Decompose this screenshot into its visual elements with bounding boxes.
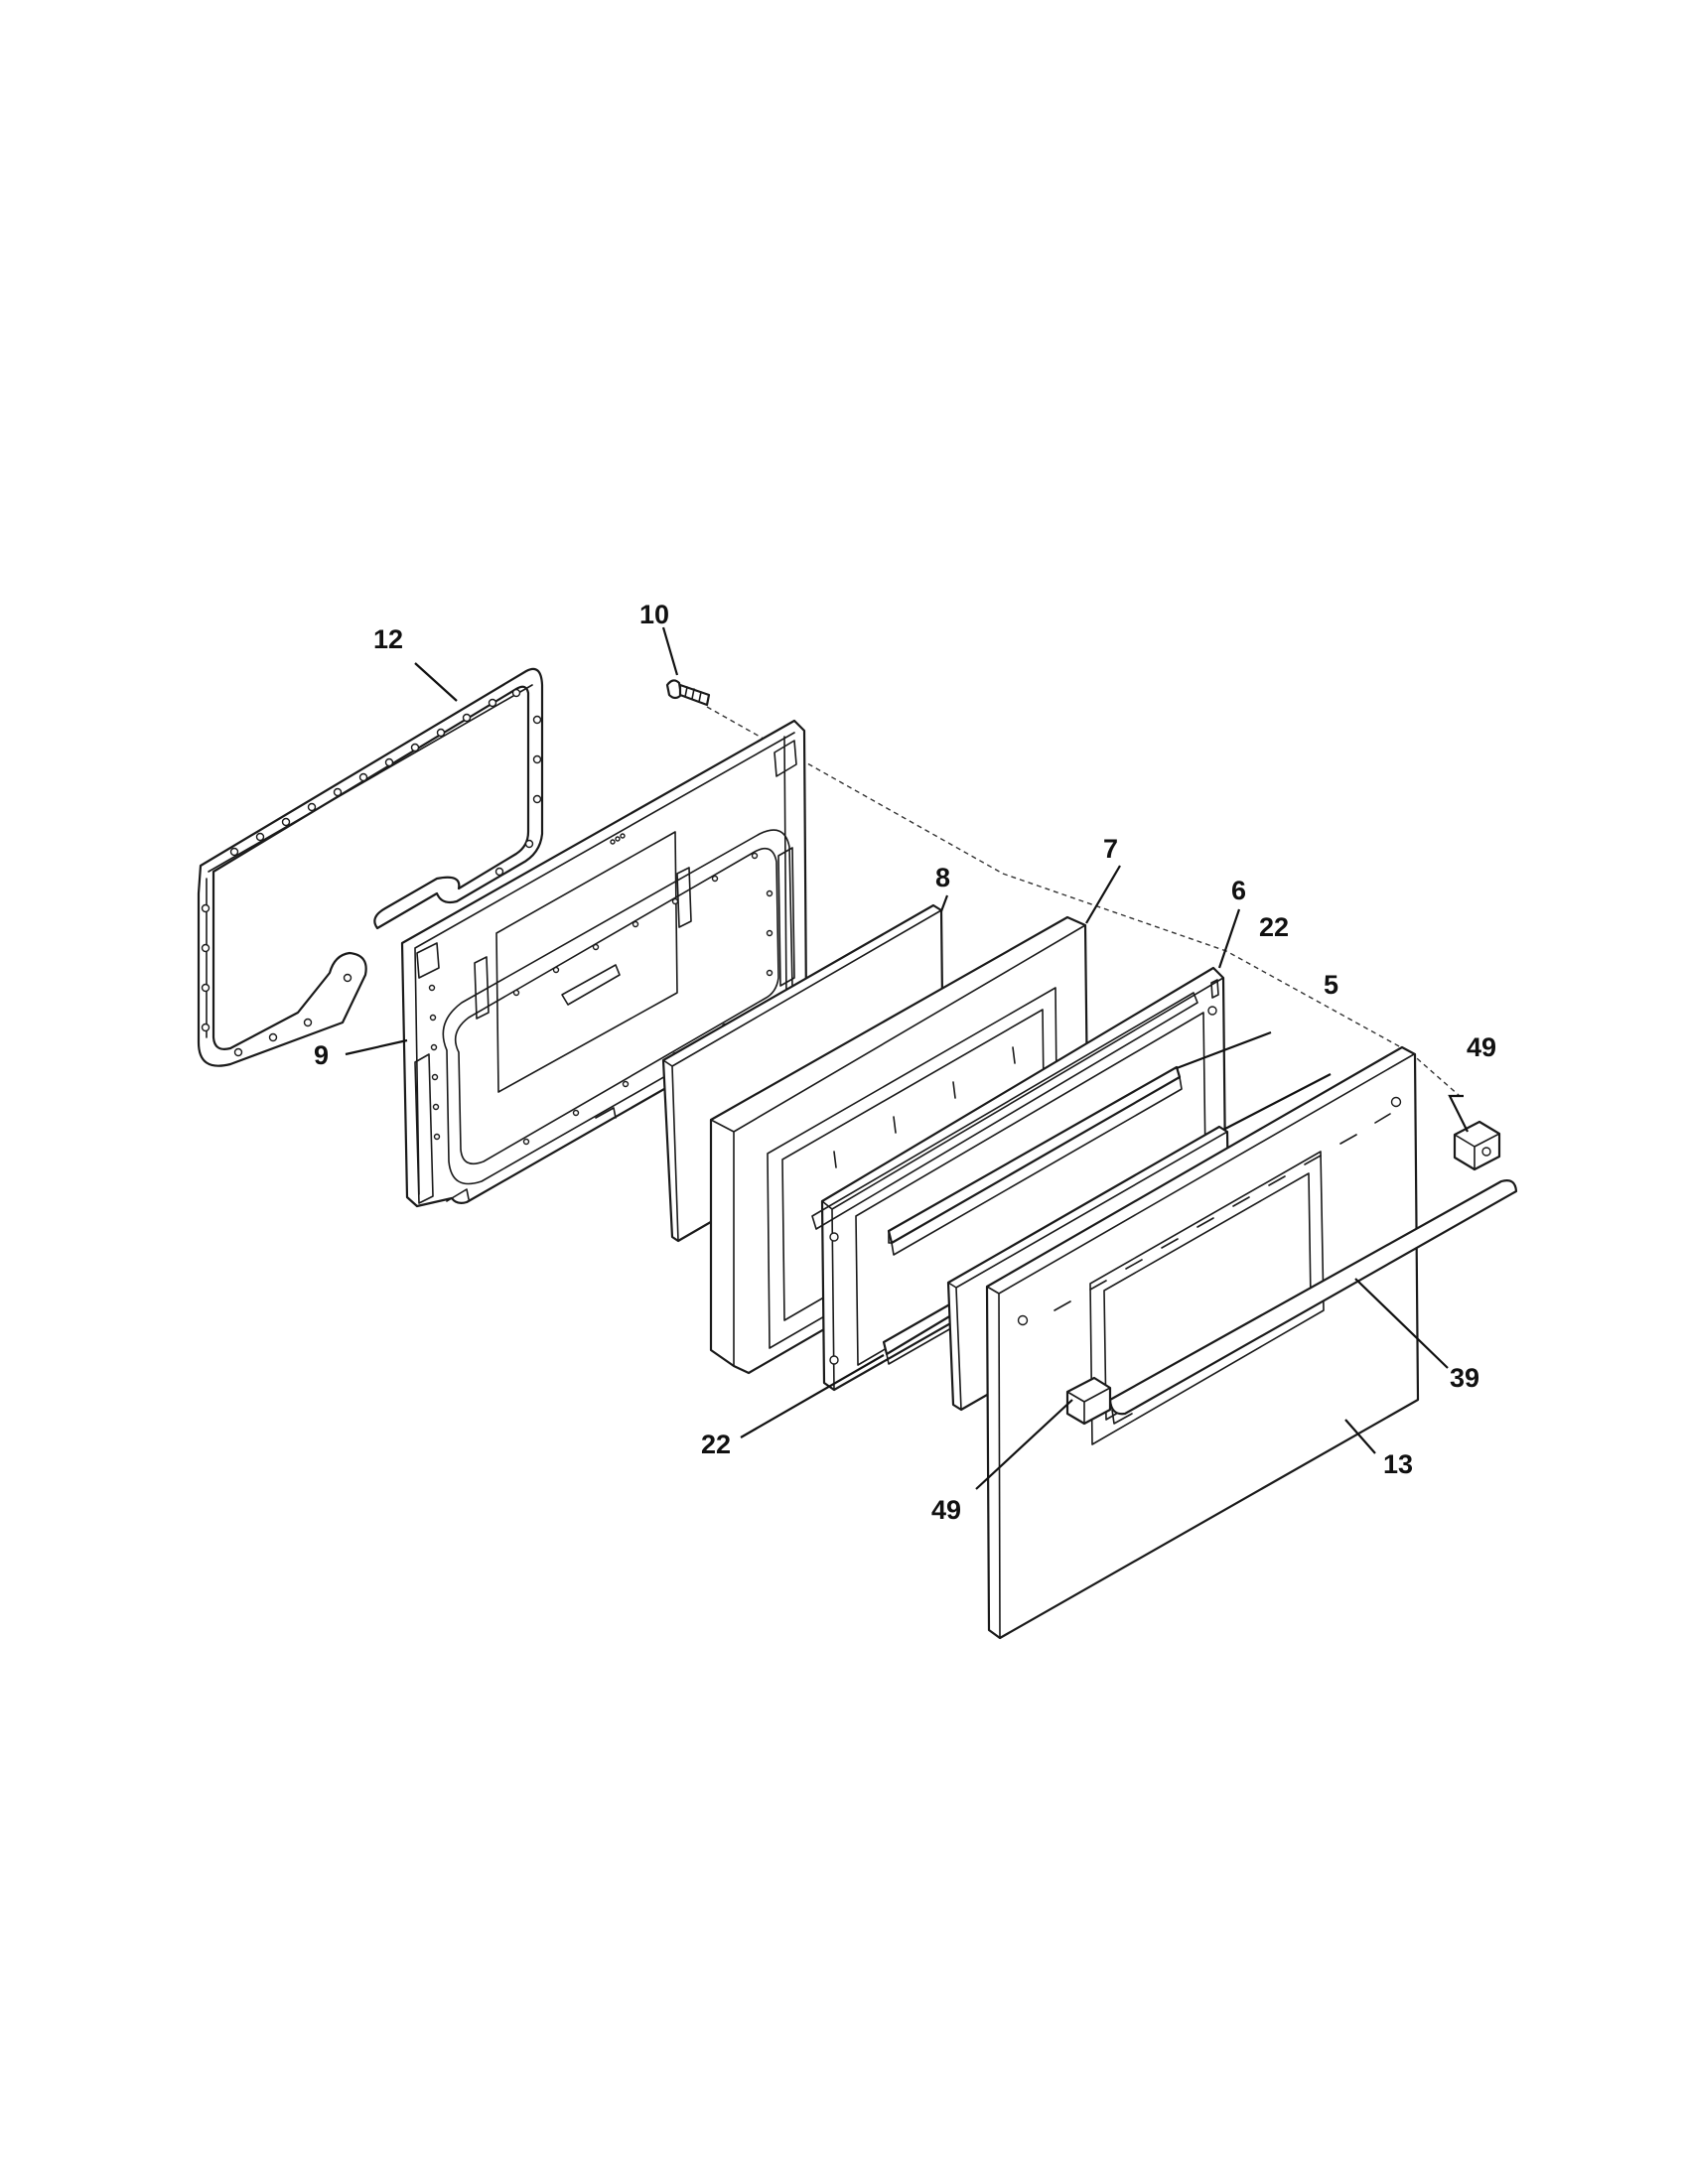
leader-5 xyxy=(1222,1073,1332,1131)
callout-22-upper: 22 xyxy=(1259,912,1289,942)
leader-6 xyxy=(1217,908,1241,969)
handle-end-cap-right[interactable] xyxy=(1453,1120,1501,1171)
leader-8 xyxy=(939,894,949,912)
leader-49-lower xyxy=(975,1399,1073,1490)
callout-10: 10 xyxy=(639,600,669,629)
door-gasket[interactable] xyxy=(197,667,544,1067)
leader-22-lower xyxy=(740,1354,885,1438)
assembly-alignment-line xyxy=(706,706,1461,1097)
leader-22-upper xyxy=(1176,1030,1272,1070)
callout-12: 12 xyxy=(373,624,403,654)
leader-49-upper xyxy=(1448,1094,1469,1133)
leader-13 xyxy=(1344,1419,1376,1454)
callout-49-upper: 49 xyxy=(1467,1032,1496,1062)
callout-9: 9 xyxy=(314,1040,329,1070)
callout-49-lower: 49 xyxy=(931,1495,961,1525)
door-panel[interactable] xyxy=(985,1045,1420,1640)
leader-39 xyxy=(1354,1278,1449,1369)
door-screw[interactable] xyxy=(665,679,711,707)
inner-door-frame[interactable] xyxy=(400,719,808,1208)
handle-end-cap-left[interactable] xyxy=(1065,1376,1112,1426)
callout-5: 5 xyxy=(1324,970,1338,1000)
leader-7 xyxy=(1085,865,1121,924)
glass-bracket-upper[interactable] xyxy=(887,1065,1183,1256)
callout-22-lower: 22 xyxy=(701,1430,731,1459)
callout-13: 13 xyxy=(1383,1449,1413,1479)
callout-8: 8 xyxy=(935,863,950,892)
callout-7: 7 xyxy=(1103,834,1118,864)
callout-39: 39 xyxy=(1450,1363,1479,1393)
leader-12 xyxy=(414,662,458,702)
leader-9 xyxy=(345,1038,408,1056)
callout-6: 6 xyxy=(1231,876,1246,905)
leader-10 xyxy=(661,626,679,676)
handle[interactable] xyxy=(1108,1179,1518,1425)
leader-lines xyxy=(345,626,1469,1490)
